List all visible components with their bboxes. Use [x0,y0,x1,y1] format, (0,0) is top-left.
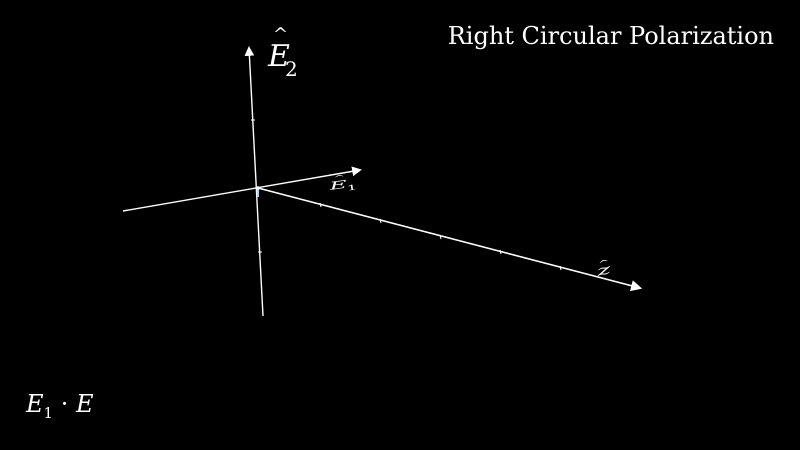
e1-axis-label: E ^ 1 [327,173,357,193]
e2-axis [244,46,264,317]
e1-label-subscript: 1 [346,182,357,192]
e2-axis-ticks [251,119,262,253]
z-axis-ticks [319,202,562,271]
plot-title: Right Circular Polarization [447,22,774,50]
expr-dot-operator: · [60,390,69,418]
e2-label-hat: ^ [273,24,288,45]
e2-label-subscript: 2 [285,57,298,81]
origin-point [256,186,260,190]
z-axis-label: z ^ [594,258,612,280]
expr-e-symbol: E [76,390,94,418]
e1-label-symbol: E [327,178,348,193]
e1-label-hat: ^ [333,173,346,182]
e1-axis [122,166,362,212]
expr-e1-symbol: E [26,390,44,418]
e2-label-symbol: E [267,39,290,74]
expr-e1-subscript: 1 [43,404,54,422]
z-label-symbol: z [594,261,612,279]
z-label-hat: ^ [597,258,610,269]
z-axis [257,187,643,292]
projection-expression: E1 · E [26,390,94,422]
e2-axis-label: E ^ 2 [267,24,298,81]
